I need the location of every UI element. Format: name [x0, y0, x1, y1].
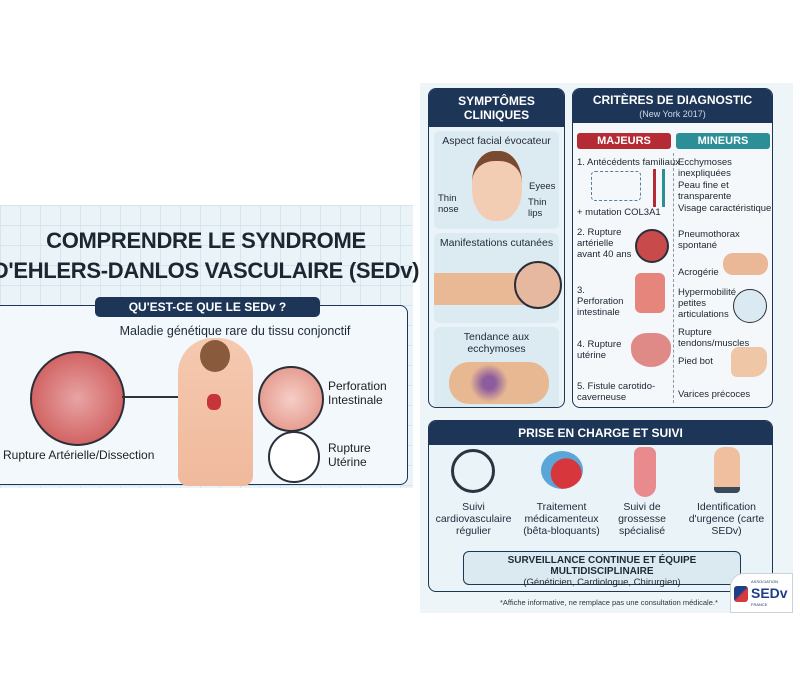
left-poster: COMPRENDRE LE SYNDROME D'EHLERS-DANLOS V…: [0, 205, 420, 488]
bruised-hand-icon: [449, 362, 549, 404]
minor-2: Peau fine et transparente: [678, 180, 732, 202]
foot-icon: [731, 347, 767, 377]
eyes-label: Eyees: [529, 181, 556, 192]
dna-icon: [653, 169, 665, 207]
symptom-card-bruising: Tendance aux ecchymoses: [434, 327, 559, 407]
pregnant-woman-icon: [634, 447, 656, 497]
connector-line: [122, 396, 187, 398]
minor-3: Visage caractéristique: [678, 203, 772, 214]
criteria-title: CRITÈRES DE DIAGNOSTIC: [573, 89, 772, 109]
card-title: Manifestations cutanées: [439, 237, 554, 249]
criteria-subtitle: (New York 2017): [573, 109, 772, 123]
uterus-icon: [631, 333, 671, 367]
major-1: 1. Antécédents familiaux: [577, 157, 680, 168]
symptom-card-face: Aspect facial évocateur Eyees Thin nose …: [434, 131, 559, 229]
arm-icon: [434, 273, 524, 305]
france-map-icon: [734, 586, 748, 602]
surveillance-banner: SURVEILLANCE CONTINUE ET ÉQUIPE MULTIDIS…: [463, 551, 741, 588]
divider: [673, 153, 674, 403]
nose-label: nose: [438, 204, 459, 215]
banner-title: SURVEILLANCE CONTINUE ET ÉQUIPE MULTIDIS…: [507, 555, 697, 577]
major-mutation: + mutation COL3A1: [577, 207, 661, 218]
minor-1: Ecchymoses inexpliquées: [678, 157, 732, 179]
uterus-label-2: Utérine: [328, 455, 367, 469]
major-5: 5. Fistule carotido-caverneuse: [577, 381, 656, 403]
hand-bracelet-icon: [714, 447, 740, 493]
minor-4: Pneumothorax spontané: [678, 229, 740, 251]
major-3: 3. Perforation intestinale: [577, 285, 624, 318]
major-label: MAJEURS: [577, 133, 671, 149]
card-title: Tendance aux ecchymoses: [463, 331, 530, 355]
intestine-label-1: Perforation: [328, 379, 387, 393]
minor-6: Hypermobilité petites articulations: [678, 287, 737, 320]
minor-label: MINEURS: [676, 133, 770, 149]
care-panel: PRISE EN CHARGE ET SUIVI Suivi cardiovas…: [428, 420, 773, 592]
care-item-2: Traitement médicamenteux (bêta-bloquants…: [523, 501, 600, 537]
association-logo: ASSOCIATION SEDv FRANCE: [730, 573, 793, 613]
major-2: 2. Rupture artérielle avant 40 ans: [577, 227, 632, 260]
artery-circle-icon: [30, 351, 125, 446]
title-line-2: D'EHLERS-DANLOS VASCULAIRE (SEDv): [0, 258, 420, 283]
family-tree-icon: [591, 171, 641, 201]
intestine-icon: [635, 273, 665, 313]
logo-name: SEDv: [751, 585, 788, 601]
right-poster: SYMPTÔMES CLINIQUES Aspect facial évocat…: [420, 83, 793, 613]
care-item-1: Suivi cardiovasculaire régulier: [435, 501, 512, 537]
card-title: Aspect facial évocateur: [442, 135, 551, 147]
artery-label: Rupture Artérielle/Dissection: [3, 448, 155, 462]
minor-5: Acrogérie: [678, 267, 719, 278]
title-line-1: COMPRENDRE LE SYNDROME: [46, 228, 366, 253]
care-item-4: Identification d'urgence (carte SEDv): [688, 501, 765, 537]
thin-lips-label: Thin lips: [528, 197, 547, 219]
hand-icon: [723, 253, 768, 275]
hypermobile-hand-icon: [733, 289, 767, 323]
major-4: 4. Rupture utérine: [577, 339, 622, 361]
care-title: PRISE EN CHARGE ET SUIVI: [429, 421, 772, 445]
care-item-3: Suivi de grossesse spécialisé: [618, 501, 666, 537]
uterus-label-1: Rupture: [328, 441, 371, 455]
skin-magnifier-icon: [514, 261, 562, 309]
logo-top: ASSOCIATION: [751, 579, 779, 584]
face-icon: [472, 151, 522, 221]
intestine-circle-icon: [258, 366, 324, 432]
what-is-section: Maladie génétique rare du tissu conjonct…: [0, 305, 408, 486]
intestine-label-2: Intestinale: [328, 393, 383, 407]
pill-heart-icon: [541, 451, 583, 489]
section-title: QU'EST-CE QUE LE SEDv ?: [95, 297, 320, 317]
symptoms-title: SYMPTÔMES CLINIQUES: [429, 89, 564, 127]
symptoms-panel: SYMPTÔMES CLINIQUES Aspect facial évocat…: [428, 88, 565, 408]
artery-icon: [635, 229, 669, 263]
banner-subtitle: (Généticien, Cardiologue, Chirurgien): [523, 577, 681, 588]
minor-7: Rupture tendons/muscles: [678, 327, 750, 349]
heart-icon: [207, 394, 221, 410]
uterus-circle-icon: [268, 431, 320, 483]
logo-bottom: FRANCE: [751, 602, 768, 607]
thin-nose-label: Thin: [438, 193, 457, 204]
minor-8: Pied bot: [678, 356, 713, 367]
head-hair-icon: [200, 340, 230, 372]
footnote: *Affiche informative, ne remplace pas un…: [500, 598, 718, 607]
criteria-panel: CRITÈRES DE DIAGNOSTIC (New York 2017) M…: [572, 88, 773, 408]
subtitle: Maladie génétique rare du tissu conjonct…: [119, 324, 351, 338]
symptom-card-skin: Manifestations cutanées: [434, 233, 562, 323]
minor-9: Varices précoces: [678, 389, 751, 400]
stethoscope-icon: [451, 449, 495, 493]
